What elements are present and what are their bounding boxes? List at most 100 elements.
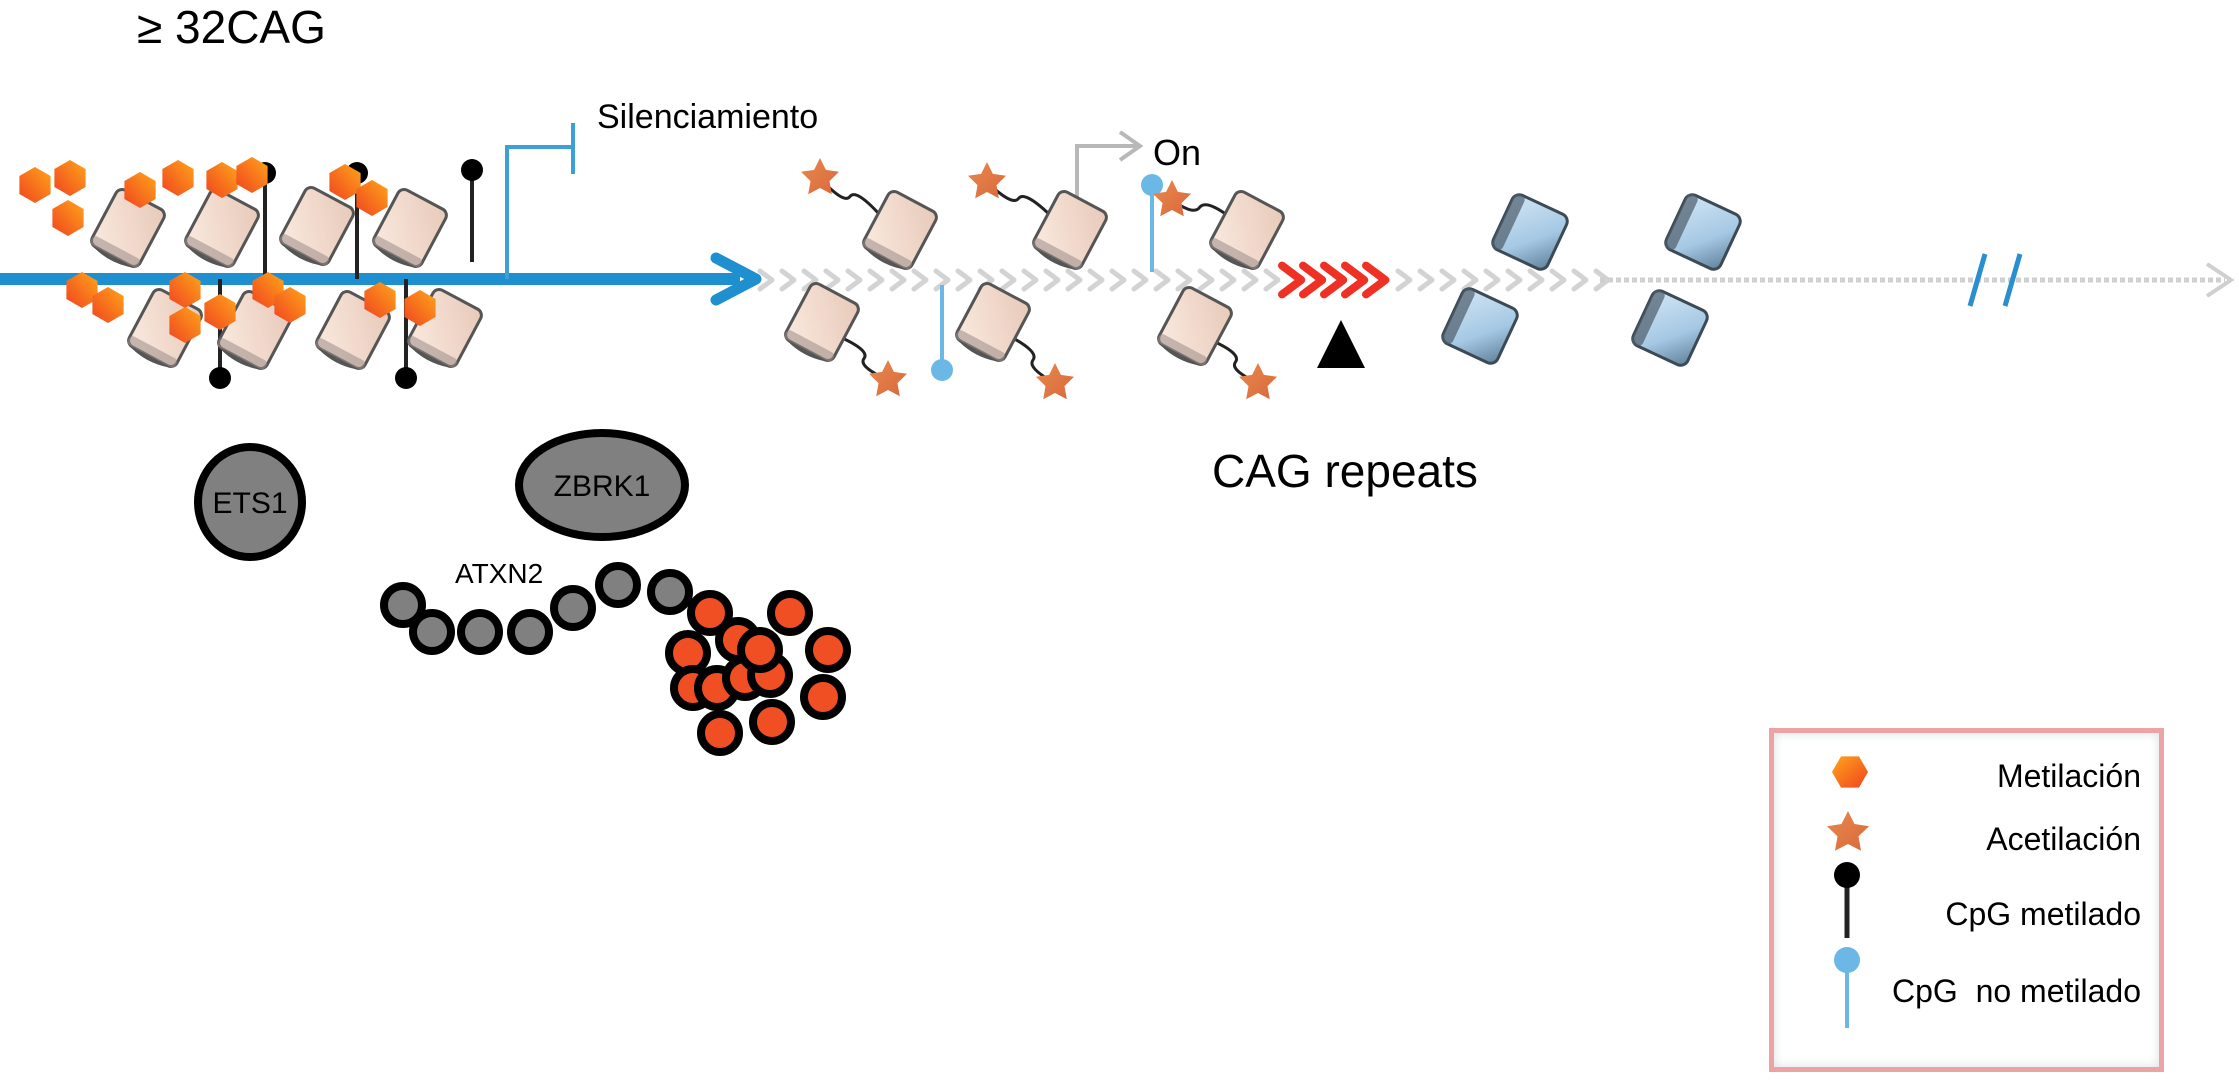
silencing-promoter-icon	[505, 123, 575, 279]
cag-repeats-label: CAG repeats	[1212, 445, 1478, 497]
acetylation-star-icon	[1239, 363, 1277, 400]
compact-nucleosome	[1628, 286, 1712, 370]
zbrk1-protein: ZBRK1	[515, 429, 689, 541]
atxn2-bead	[507, 609, 553, 655]
cpg-methylated-lollipop	[395, 279, 417, 389]
on-label: On	[1153, 132, 1201, 173]
polyq-bead	[697, 710, 743, 756]
compact-nucleosome	[1438, 284, 1522, 368]
dna-chevron	[1222, 271, 1234, 289]
histone-tail	[985, 180, 1052, 217]
silenced-nucleosome-cluster	[19, 157, 486, 389]
dna-end-arrowhead	[2205, 262, 2235, 298]
dna-chevron	[848, 271, 860, 289]
atxn2-bead	[409, 609, 455, 655]
dna-chevron	[782, 271, 794, 289]
cag-chevron	[1366, 266, 1385, 295]
ets1-label: ETS1	[212, 487, 287, 520]
dna-chevron	[1442, 271, 1454, 289]
dna-chevron	[1552, 271, 1564, 289]
dna-chevron	[1244, 271, 1256, 289]
histone-tail	[1010, 335, 1056, 385]
dna-chevron	[1266, 271, 1278, 289]
dna-chevron	[1574, 271, 1586, 289]
nucleosome	[1028, 187, 1111, 276]
cag-position-marker-icon	[1317, 320, 1365, 368]
cpg-unmethylated-lollipop	[931, 285, 953, 381]
dna-chevron	[1486, 271, 1498, 289]
histone-tail	[839, 335, 889, 382]
dna-chevron	[1134, 271, 1146, 289]
acetylation-star-icon	[869, 360, 907, 397]
dna-chevron	[760, 271, 772, 289]
cag-chevron	[1282, 266, 1301, 295]
atxn2-bead	[457, 609, 503, 655]
dna-chevron	[892, 271, 904, 289]
atxn2-label: ATXN2	[455, 558, 543, 589]
legend-label-acetilacion: Acetilación	[1986, 821, 2141, 857]
cag-repeat-chevrons	[1282, 266, 1385, 295]
legend: Metilación Acetilación CpG metilado CpG …	[1769, 728, 2164, 1072]
dna-chevron	[1530, 271, 1542, 289]
dna-chevron	[1398, 271, 1410, 289]
nucleosome	[1153, 283, 1236, 372]
nucleosome	[1205, 187, 1288, 276]
dna-chevron	[1420, 271, 1432, 289]
cag-chevron	[1345, 266, 1364, 295]
methylation-hexagon-icon	[162, 160, 194, 196]
active-nucleosome-region	[780, 158, 1288, 400]
dna-chevron	[914, 271, 926, 289]
legend-blue-lollipop-icon	[1834, 947, 1860, 1028]
methylation-hexagon-icon	[54, 160, 86, 196]
legend-star-icon	[1827, 811, 1869, 851]
polyq-bead	[749, 699, 795, 745]
cag-chevron	[1303, 266, 1322, 295]
atxn2-bead	[647, 569, 693, 615]
compact-nucleosome	[1661, 190, 1745, 274]
cpg-unmethylated-lollipop	[1141, 174, 1163, 272]
dna-chevron	[1024, 271, 1036, 289]
legend-label-cpg-no-metilado: CpG no metilado	[1891, 973, 2141, 1009]
dna-chevron	[958, 271, 970, 289]
atxn2-bead	[380, 582, 426, 628]
dna-chevron	[1002, 271, 1014, 289]
dna-chevron	[1112, 271, 1124, 289]
break-mark-icon	[1967, 253, 2023, 307]
atxn2-bead	[550, 585, 596, 631]
dna-chevron	[1464, 271, 1476, 289]
methylation-hexagon-icon	[52, 200, 84, 236]
acetylation-star-icon	[1036, 363, 1074, 400]
nucleosome	[951, 279, 1034, 368]
legend-black-lollipop-icon	[1834, 862, 1860, 938]
cpg-methylated-lollipop	[461, 159, 483, 262]
polyq-bead	[800, 674, 846, 720]
dna-chevron	[870, 271, 882, 289]
methylation-hexagon-icon	[356, 180, 388, 216]
cag-chevron	[1324, 266, 1343, 295]
histone-tail	[1171, 198, 1228, 217]
dna-chevron	[826, 271, 838, 289]
silenced-dna-arrowhead	[710, 252, 762, 306]
dna-chevron	[1068, 271, 1080, 289]
silencing-label: Silenciamiento	[597, 98, 818, 136]
atxn2-bead	[595, 562, 641, 608]
ets1-protein: ETS1	[194, 443, 306, 561]
histone-tail	[818, 176, 882, 217]
acetylation-star-icon	[801, 158, 839, 195]
polyq-bead	[687, 590, 733, 636]
legend-icons	[1827, 756, 1869, 1028]
dna-chevron	[1090, 271, 1102, 289]
legend-label-cpg-metilado: CpG metilado	[1945, 896, 2141, 932]
active-dna-chevrons	[760, 271, 1608, 289]
nucleosome	[858, 187, 941, 276]
legend-label-metilacion: Metilación	[1996, 758, 2141, 794]
nucleosome	[780, 279, 863, 368]
polyq-bead	[767, 590, 813, 636]
legend-hexagon-icon	[1832, 756, 1868, 788]
polyq-bead	[737, 627, 783, 673]
compact-nucleosome	[1488, 190, 1572, 274]
dna-chevron	[1156, 271, 1168, 289]
methylation-hexagon-icon	[19, 167, 51, 203]
condition-title: ≥ 32CAG	[137, 1, 326, 53]
